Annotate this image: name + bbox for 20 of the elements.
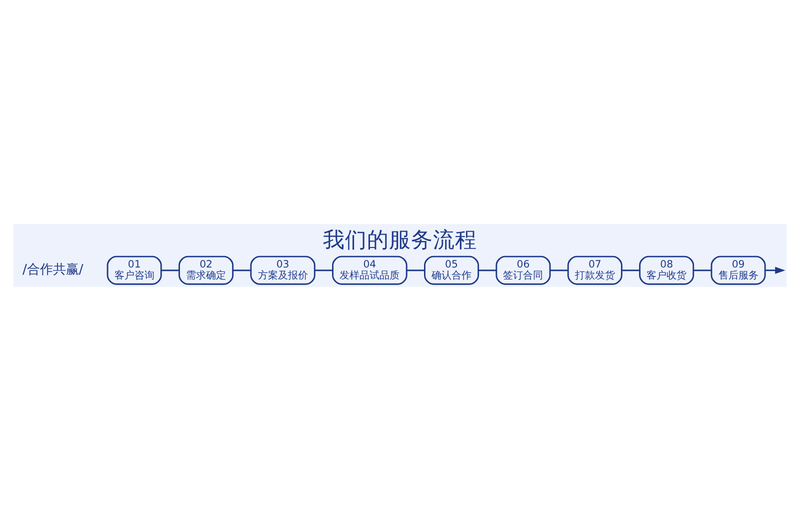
node-box: 01 客户咨询 — [106, 255, 162, 284]
node-box: 07 打款发货 — [567, 255, 622, 284]
diagram-title: 我们的服务流程 — [323, 228, 477, 253]
connector — [693, 269, 712, 271]
node-box: 09 售后服务 — [710, 255, 766, 284]
node-box: 05 确认合作 — [424, 255, 480, 284]
connector — [478, 269, 496, 271]
connector — [314, 269, 333, 271]
node-box: 06 签订合同 — [496, 255, 551, 284]
node-box: 03 方案及报价 — [250, 255, 316, 284]
connector — [406, 269, 425, 271]
connector — [622, 269, 640, 271]
connector — [161, 269, 180, 271]
node-box: 04 发样品试品质 — [332, 255, 408, 284]
connector — [550, 269, 568, 271]
node-box: 08 客户收货 — [639, 255, 694, 284]
connector — [232, 269, 251, 271]
node-box: 02 需求确定 — [178, 255, 234, 284]
label: /合作共赢/ — [22, 262, 84, 278]
arrow — [765, 266, 786, 274]
